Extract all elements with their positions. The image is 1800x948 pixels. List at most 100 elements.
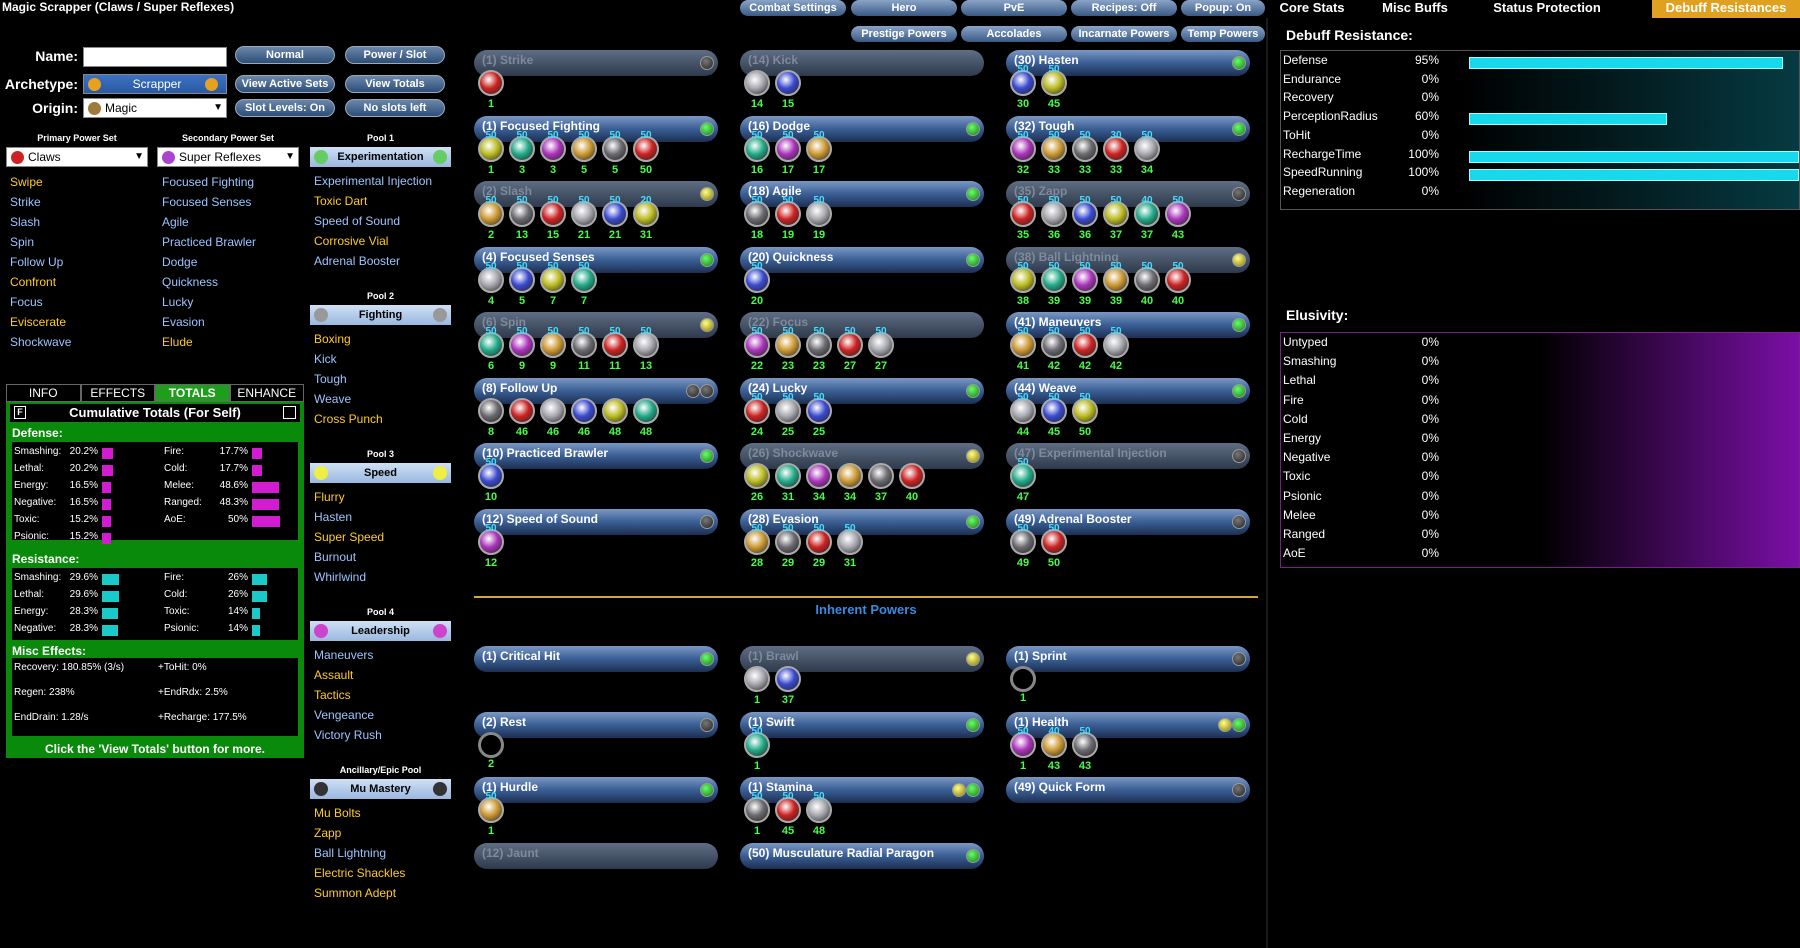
- enhancement-slot[interactable]: 48: [602, 397, 628, 438]
- pool-select-mu-mastery[interactable]: Mu Mastery: [310, 779, 451, 799]
- power-agile[interactable]: (18) Agile: [740, 181, 984, 207]
- enhancement-slot[interactable]: 1: [478, 70, 504, 110]
- power-follow-up[interactable]: (8) Follow Up: [474, 377, 718, 404]
- hero-button[interactable]: Hero: [851, 0, 957, 16]
- power-list-item-vengeance[interactable]: Vengeance: [314, 708, 375, 722]
- name-input[interactable]: [83, 47, 227, 67]
- power-list-item-eviscerate[interactable]: Eviscerate: [10, 315, 67, 329]
- popup-on-button[interactable]: Popup: On: [1181, 0, 1265, 16]
- pool-select-leadership[interactable]: Leadership: [310, 621, 451, 641]
- power-list-item-elude[interactable]: Elude: [162, 335, 193, 349]
- power-swift[interactable]: (1) Swift: [740, 711, 984, 738]
- power-list-item-electric-shackles[interactable]: Electric Shackles: [314, 866, 406, 880]
- power-list-item-swipe[interactable]: Swipe: [10, 175, 43, 189]
- enhancement-slot[interactable]: 46: [571, 397, 597, 438]
- power-hurdle[interactable]: (1) Hurdle: [474, 777, 718, 803]
- power-list-item-quickness[interactable]: Quickness: [162, 275, 219, 289]
- power-zapp[interactable]: (35) Zapp: [1006, 181, 1250, 207]
- power-list-item-boxing[interactable]: Boxing: [314, 332, 351, 346]
- slot-levels-button[interactable]: Slot Levels: On: [235, 99, 335, 117]
- pve-button[interactable]: PvE: [961, 0, 1067, 16]
- power-list-item-maneuvers[interactable]: Maneuvers: [314, 648, 374, 662]
- power-shockwave[interactable]: (26) Shockwave: [740, 443, 984, 469]
- power-list-item-whirlwind[interactable]: Whirlwind: [314, 570, 367, 584]
- power-jaunt[interactable]: (12) Jaunt: [474, 842, 718, 869]
- temp-powers-button[interactable]: Temp Powers: [1181, 26, 1265, 42]
- power-list-item-zapp[interactable]: Zapp: [314, 826, 342, 840]
- power-speed-of-sound[interactable]: (12) Speed of Sound: [474, 508, 718, 535]
- power-list-item-cross-punch[interactable]: Cross Punch: [314, 412, 383, 426]
- primary-set-select[interactable]: Claws ▼: [6, 147, 148, 167]
- power-list-item-flurry[interactable]: Flurry: [314, 490, 345, 504]
- view-active-sets-button[interactable]: View Active Sets: [235, 75, 335, 93]
- power-slot-button[interactable]: Power / Slot: [345, 46, 445, 64]
- enhancement-slot[interactable]: 46: [509, 397, 535, 438]
- enhancement-slot[interactable]: 37: [775, 666, 801, 706]
- panel-tab-misc-buffs[interactable]: Misc Buffs: [1382, 0, 1448, 15]
- empty-slot[interactable]: [1010, 666, 1036, 692]
- panel-tab-debuff-resistances[interactable]: Debuff Resistances: [1652, 0, 1800, 18]
- power-list-item-adrenal-booster[interactable]: Adrenal Booster: [314, 254, 401, 268]
- power-practiced-brawler[interactable]: (10) Practiced Brawler: [474, 443, 718, 469]
- power-list-item-focus[interactable]: Focus: [10, 295, 43, 309]
- power-kick[interactable]: (14) Kick: [740, 50, 984, 76]
- power-list-item-shockwave[interactable]: Shockwave: [10, 335, 72, 349]
- power-list-item-agile[interactable]: Agile: [162, 215, 189, 229]
- pool-select-fighting[interactable]: Fighting: [310, 305, 451, 325]
- power-brawl[interactable]: (1) Brawl: [740, 646, 984, 672]
- power-list-item-ball-lightning[interactable]: Ball Lightning: [314, 846, 387, 860]
- panel-tab-status-protection[interactable]: Status Protection: [1493, 0, 1601, 15]
- power-sprint[interactable]: (1) Sprint: [1006, 646, 1250, 672]
- power-list-item-corrosive-vial[interactable]: Corrosive Vial: [314, 234, 389, 248]
- pool-select-speed[interactable]: Speed: [310, 463, 451, 483]
- recipes-off-button[interactable]: Recipes: Off: [1071, 0, 1177, 16]
- power-list-item-confront[interactable]: Confront: [10, 275, 57, 289]
- accolades-button[interactable]: Accolades: [961, 26, 1067, 42]
